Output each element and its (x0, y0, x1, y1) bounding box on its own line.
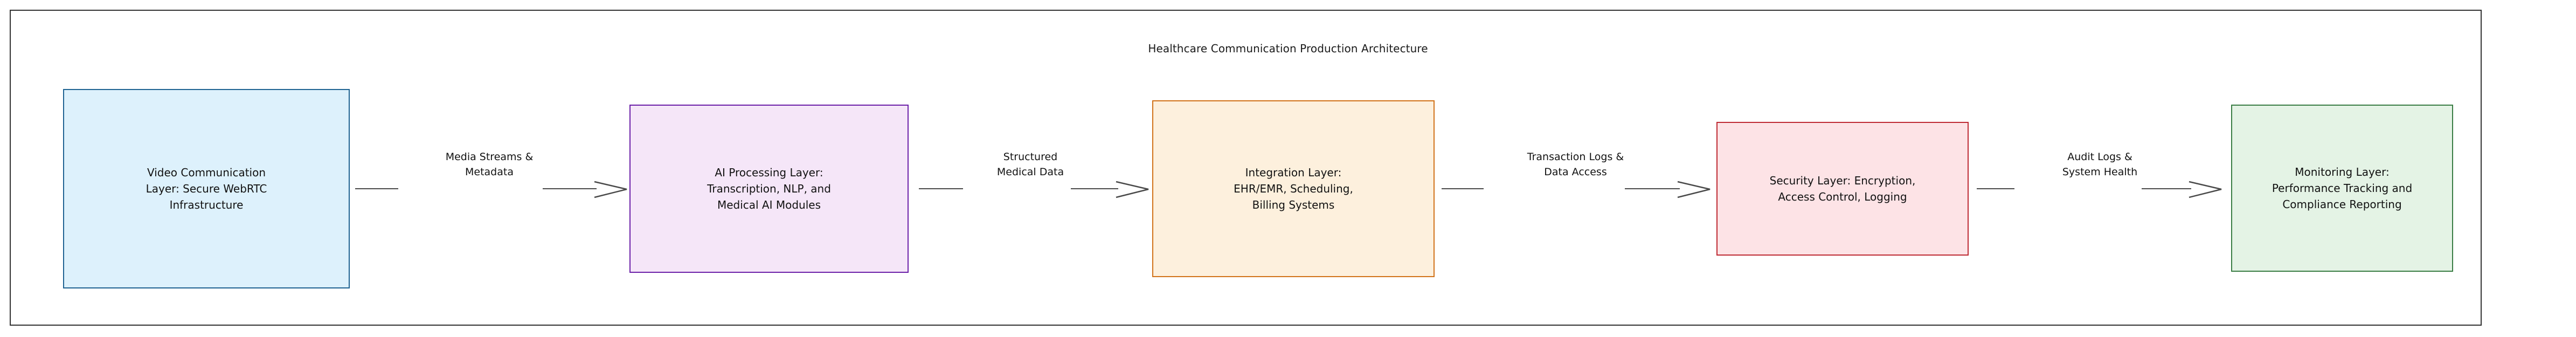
edge-line-stub (919, 188, 963, 189)
edge-integration-to-security: Transaction Logs & Data Access (1435, 151, 1716, 218)
node-security-layer[interactable]: Security Layer: Encryption, Access Contr… (1716, 122, 1969, 256)
node-label: Security Layer: Encryption, Access Contr… (1769, 174, 1916, 203)
edge-label: Audit Logs & System Health (2062, 151, 2138, 178)
edge-ai-to-integration: Structured Medical Data (909, 151, 1152, 218)
edge-line-stub (1977, 188, 2014, 189)
edge-line-stub (1442, 188, 1484, 189)
edge-security-to-monitoring: Audit Logs & System Health (1969, 151, 2231, 218)
edge-label: Structured Medical Data (996, 151, 1064, 178)
node-label: AI Processing Layer: Transcription, NLP,… (707, 166, 831, 211)
edge-line-segment (1625, 188, 1680, 189)
node-monitoring-layer[interactable]: Monitoring Layer: Performance Tracking a… (2231, 105, 2453, 272)
node-label: Monitoring Layer: Performance Tracking a… (2272, 166, 2413, 211)
edge-line-segment (2142, 188, 2191, 189)
node-label: Integration Layer: EHR/EMR, Scheduling, … (1234, 166, 1353, 211)
node-label: Video Communication Layer: Secure WebRTC… (146, 166, 267, 211)
diagram-title: Healthcare Communication Production Arch… (1148, 42, 1428, 55)
edge-video-to-ai: Media Streams & Metadata (350, 151, 629, 218)
node-video-communication-layer[interactable]: Video Communication Layer: Secure WebRTC… (63, 89, 350, 288)
edge-line-segment (1071, 188, 1118, 189)
edge-label: Transaction Logs & Data Access (1527, 151, 1624, 178)
edge-line-stub (355, 188, 398, 189)
node-ai-processing-layer[interactable]: AI Processing Layer: Transcription, NLP,… (629, 105, 909, 273)
edge-label: Media Streams & Metadata (445, 151, 534, 178)
edge-line-segment (543, 188, 597, 189)
node-integration-layer[interactable]: Integration Layer: EHR/EMR, Scheduling, … (1152, 100, 1435, 277)
